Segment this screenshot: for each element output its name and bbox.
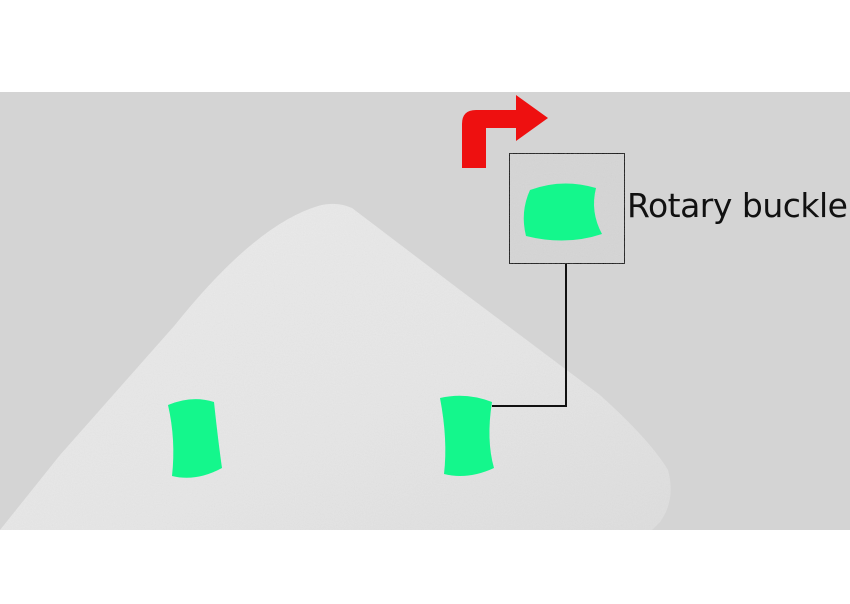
callout-label: Rotary buckle bbox=[627, 186, 848, 225]
callout-buckle bbox=[523, 183, 602, 241]
fabric-piece bbox=[0, 203, 671, 530]
right-buckle bbox=[440, 395, 494, 476]
left-buckle bbox=[168, 399, 222, 478]
turn-right-arrow-icon bbox=[462, 95, 548, 168]
callout-connector-line bbox=[492, 264, 567, 407]
